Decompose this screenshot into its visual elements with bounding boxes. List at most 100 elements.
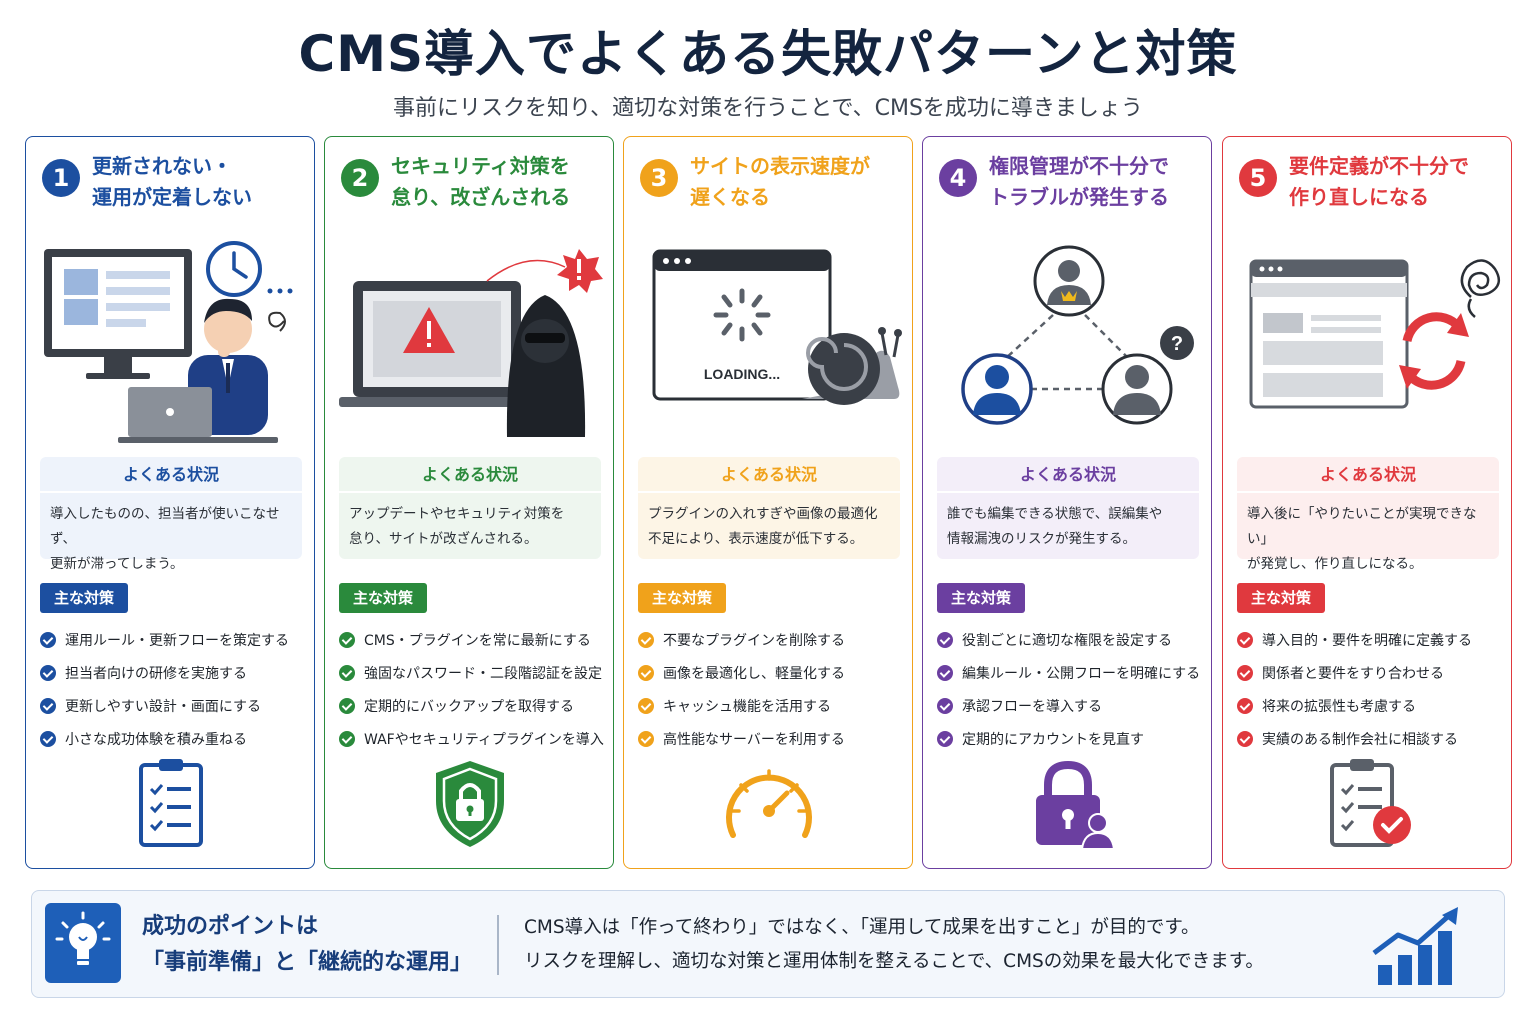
- success-point-text-line2: リスクを理解し、適切な対策と運用体制を整えることで、CMSの効果を最大化できます…: [524, 951, 1264, 972]
- measure-item: 担当者向けの研修を実施する: [40, 656, 314, 689]
- page-subtitle: 事前にリスクを知り、適切な対策を行うことで、CMSを成功に導きましょう: [393, 96, 1143, 121]
- measure-item: 関係者と要件をすり合わせる: [1237, 656, 1511, 689]
- check-icon: [1237, 730, 1253, 747]
- check-icon: [339, 697, 355, 714]
- user-icon: [961, 353, 1033, 425]
- check-icon: [937, 631, 953, 648]
- situation-box: よくある状況 プラグインの入れすぎや画像の最適化 不足により、表示速度が低下する…: [638, 457, 900, 559]
- check-icon: [1237, 697, 1253, 714]
- card-header: 3 サイトの表示速度が 遅くなる: [640, 151, 902, 221]
- measure-text: 不要なプラグインを削除する: [663, 632, 845, 649]
- measure-text: 承認フローを導入する: [962, 698, 1102, 715]
- situation-text: 誰でも編集できる状態で、誤編集や 情報漏洩のリスクが発生する。: [947, 506, 1163, 547]
- alert-icon: [557, 249, 603, 293]
- card-number: 4: [939, 159, 977, 197]
- measures-badge: 主な対策: [937, 583, 1026, 613]
- measures-list: 役割ごとに適切な権限を設定する 編集ルール・公開フローを明確にする 承認フローを…: [937, 623, 1211, 755]
- measure-text: 編集ルール・公開フローを明確にする: [962, 665, 1201, 682]
- check-icon: [638, 631, 654, 648]
- success-point-text-line1: CMS導入は「作って終わり」ではなく、「運用して成果を出すこと」が目的です。: [524, 917, 1200, 938]
- measure-item: CMS・プラグインを常に最新にする: [339, 623, 613, 656]
- check-icon: [937, 730, 953, 747]
- card-number: 1: [42, 159, 80, 197]
- measure-item: 編集ルール・公開フローを明確にする: [937, 656, 1211, 689]
- growth-chart-icon: [1368, 905, 1464, 987]
- card-number: 3: [640, 159, 678, 197]
- clock-icon: [206, 241, 293, 297]
- situation-text: 導入したものの、担当者が使いこなせず、 更新が滞ってしまう。: [50, 506, 280, 572]
- divider: [497, 915, 499, 975]
- situation-box: よくある状況 導入後に「やりたいことが実現できない」 が発覚し、作り直しになる。: [1237, 457, 1499, 572]
- card-security: 2 セキュリティ対策を 怠り、改ざんされる: [324, 136, 614, 869]
- monitor-icon: [44, 249, 192, 379]
- speedometer-icon: [719, 757, 819, 851]
- loading-text: LOADING...: [704, 366, 780, 382]
- illustration-permission: ?: [935, 237, 1201, 447]
- check-icon: [339, 631, 355, 648]
- check-icon: [40, 730, 56, 747]
- measure-item: 定期的にアカウントを見直す: [937, 722, 1211, 755]
- measure-item: 不要なプラグインを削除する: [638, 623, 912, 656]
- measure-text: キャッシュ機能を活用する: [663, 698, 831, 715]
- card-speed: 3 サイトの表示速度が 遅くなる: [623, 136, 913, 869]
- hacker-icon: [506, 295, 586, 437]
- card-number: 5: [1239, 159, 1277, 197]
- page-title: CMS導入でよくある失敗パターンと対策: [298, 25, 1238, 83]
- check-icon: [339, 664, 355, 681]
- measure-item: キャッシュ機能を活用する: [638, 689, 912, 722]
- measures-list: CMS・プラグインを常に最新にする 強固なパスワード・二段階認証を設定 定期的に…: [339, 623, 613, 755]
- card-update: 1 更新されない・ 運用が定着しない: [25, 136, 315, 869]
- measure-item: 小さな成功体験を積み重ねる: [40, 722, 314, 755]
- measure-text: 定期的にバックアップを取得する: [364, 698, 574, 715]
- check-icon: [1237, 664, 1253, 681]
- measure-item: 強固なパスワード・二段階認証を設定: [339, 656, 613, 689]
- measures-list: 導入目的・要件を明確に定義する 関係者と要件をすり合わせる 将来の拡張性も考慮す…: [1237, 623, 1511, 755]
- admin-user-icon: [1033, 245, 1105, 317]
- check-icon: [937, 697, 953, 714]
- situation-heading: よくある状況: [638, 457, 900, 493]
- lightbulb-icon: [45, 903, 121, 983]
- measure-text: 関係者と要件をすり合わせる: [1262, 665, 1444, 682]
- measures-badge: 主な対策: [40, 583, 129, 613]
- cards-container: 1 更新されない・ 運用が定着しない: [25, 136, 1513, 870]
- card-header: 4 権限管理が不十分で トラブルが発生する: [939, 151, 1201, 221]
- measure-text: 画像を最適化し、軽量化する: [663, 665, 845, 682]
- measure-text: CMS・プラグインを常に最新にする: [364, 632, 591, 649]
- situation-box: よくある状況 誰でも編集できる状態で、誤編集や 情報漏洩のリスクが発生する。: [937, 457, 1199, 559]
- measure-item: 画像を最適化し、軽量化する: [638, 656, 912, 689]
- illustration-update: [38, 237, 304, 447]
- measure-text: 担当者向けの研修を実施する: [65, 665, 247, 682]
- check-icon: [40, 697, 56, 714]
- card-title: サイトの表示速度が 遅くなる: [690, 154, 870, 209]
- check-icon: [638, 664, 654, 681]
- tangle-icon: [1460, 259, 1501, 318]
- measure-item: 役割ごとに適切な権限を設定する: [937, 623, 1211, 656]
- check-icon: [937, 664, 953, 681]
- card-title: 更新されない・ 運用が定着しない: [92, 154, 252, 209]
- measure-text: 実績のある制作会社に相談する: [1262, 731, 1458, 748]
- browser-loading-icon: LOADING...: [652, 249, 832, 401]
- check-icon: [638, 730, 654, 747]
- success-point-title-line1: 成功のポイントは: [142, 914, 319, 939]
- success-point-title: 成功のポイントは 「事前準備」と「継続的な運用」: [142, 909, 472, 981]
- shield-lock-icon: [420, 757, 520, 851]
- situation-box: よくある状況 アップデートやセキュリティ対策を 怠り、サイトが改ざんされる。: [339, 457, 601, 559]
- clipboard-check-icon: [1318, 757, 1418, 851]
- card-requirements: 5 要件定義が不十分で 作り直しになる: [1222, 136, 1512, 869]
- measure-text: 強固なパスワード・二段階認証を設定: [364, 665, 602, 682]
- success-point-text: CMS導入は「作って終わり」ではなく、「運用して成果を出すこと」が目的です。 リ…: [524, 911, 1264, 979]
- check-icon: [40, 631, 56, 648]
- situation-text: アップデートやセキュリティ対策を 怠り、サイトが改ざんされる。: [349, 506, 565, 547]
- card-number: 2: [341, 159, 379, 197]
- measure-item: 将来の拡張性も考慮する: [1237, 689, 1511, 722]
- check-icon: [1237, 631, 1253, 648]
- snail-icon: [802, 327, 902, 405]
- measure-item: 承認フローを導入する: [937, 689, 1211, 722]
- card-header: 1 更新されない・ 運用が定着しない: [42, 151, 304, 221]
- measure-text: 更新しやすい設計・画面にする: [65, 698, 261, 715]
- measure-item: 導入目的・要件を明確に定義する: [1237, 623, 1511, 656]
- situation-heading: よくある状況: [1237, 457, 1499, 493]
- measures-list: 不要なプラグインを削除する 画像を最適化し、軽量化する キャッシュ機能を活用する…: [638, 623, 912, 755]
- card-title: 要件定義が不十分で 作り直しになる: [1289, 154, 1469, 209]
- measure-text: 将来の拡張性も考慮する: [1262, 698, 1416, 715]
